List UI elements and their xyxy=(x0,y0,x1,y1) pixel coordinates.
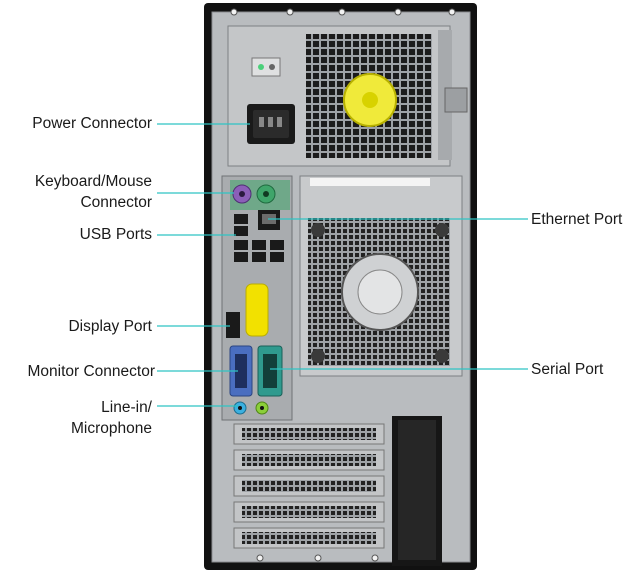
label-usb-ports: USB Ports xyxy=(79,226,152,243)
expansion-slots xyxy=(233,423,385,549)
label-line-in-microphone: Line-in/ Microphone xyxy=(71,399,152,437)
label-monitor-connector: Monitor Connector xyxy=(27,363,155,380)
psu-test-button xyxy=(251,57,281,77)
display-port xyxy=(226,312,240,338)
label-keyboard-mouse-connector: Keyboard/Mouse Connector xyxy=(34,173,152,211)
display-port-yellow-cover xyxy=(245,283,269,337)
usb-ports xyxy=(234,214,284,262)
leader-lines xyxy=(157,123,528,407)
label-ethernet-port: Ethernet Port xyxy=(531,211,623,228)
label-display-port: Display Port xyxy=(68,318,152,335)
label-serial-port: Serial Port xyxy=(531,361,604,378)
label-power-connector: Power Connector xyxy=(32,115,152,132)
